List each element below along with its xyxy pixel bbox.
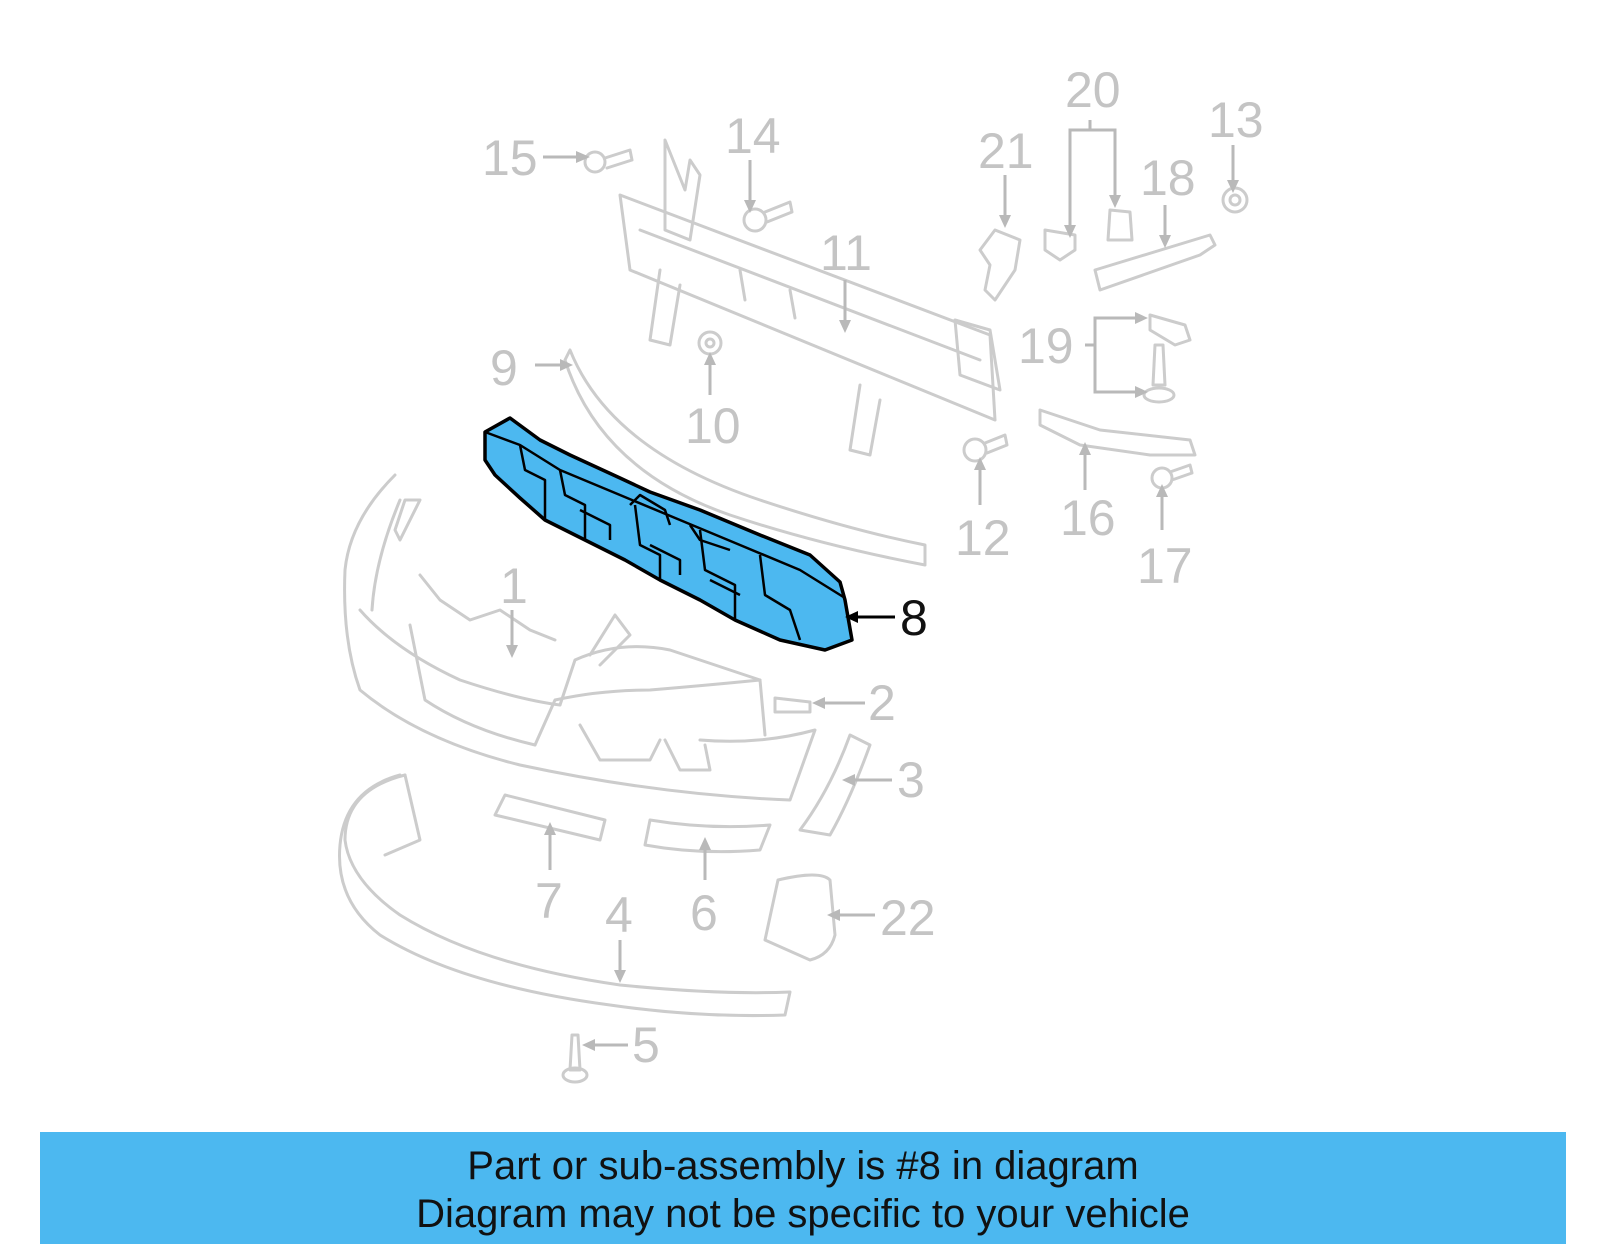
part-15-bolt [583, 148, 634, 174]
callout-10: 10 [685, 398, 741, 454]
callout-19: 19 [1018, 318, 1074, 374]
callout-4: 4 [605, 887, 633, 943]
footer-line-2: Diagram may not be specific to your vehi… [416, 1192, 1190, 1236]
callout-22: 22 [880, 890, 936, 946]
callout-3: 3 [897, 752, 925, 808]
part-14-bolt [742, 200, 794, 233]
callout-14: 14 [725, 108, 781, 164]
part-18-bracket [1093, 233, 1217, 292]
part-1-bumper-cover [343, 473, 817, 802]
callout-21: 21 [978, 123, 1034, 179]
callout-2: 2 [868, 675, 896, 731]
part-6-trim [643, 818, 772, 854]
part-17-clip [1150, 463, 1194, 490]
callout-numbers: 15 14 11 9 10 12 21 20 13 18 19 16 17 1 … [482, 62, 1264, 1073]
part-19-bolts [1142, 313, 1192, 404]
part-5-bolt [561, 1033, 589, 1084]
callout-16: 16 [1060, 490, 1116, 546]
part-4-lower-lip [338, 773, 792, 1018]
callout-20: 20 [1065, 62, 1121, 118]
part-2-clip [773, 696, 812, 714]
callout-9: 9 [490, 340, 518, 396]
callout-7: 7 [535, 873, 563, 929]
callout-8-leader [845, 611, 895, 623]
footer-line-1: Part or sub-assembly is #8 in diagram [467, 1144, 1139, 1188]
part-12-bolt [962, 433, 1009, 463]
callout-1: 1 [500, 558, 528, 614]
part-13-nut [1221, 186, 1249, 214]
callout-17: 17 [1137, 538, 1193, 594]
part-22-fog-cover [763, 873, 837, 962]
callout-6: 6 [690, 885, 718, 941]
part-11-reinforcement [618, 138, 1002, 457]
callout-18: 18 [1140, 150, 1196, 206]
part-16-bracket [1038, 408, 1197, 457]
leader-arrowheads [506, 151, 1239, 1051]
part-10-nut [697, 330, 723, 356]
callout-12: 12 [955, 510, 1011, 566]
part-3-trim [798, 733, 872, 837]
callout-15: 15 [482, 130, 538, 186]
part-9-strip [563, 348, 927, 567]
footer-banner: Part or sub-assembly is #8 in diagram Di… [40, 1132, 1566, 1244]
callout-5: 5 [632, 1017, 660, 1073]
part-7-trim [493, 793, 607, 842]
part-20-clips [1043, 208, 1134, 262]
part-21-bracket [978, 228, 1022, 302]
callout-8: 8 [900, 590, 928, 646]
callout-11: 11 [820, 225, 872, 281]
callout-13: 13 [1208, 92, 1264, 148]
part-8-absorber-highlighted[interactable] [483, 416, 854, 652]
